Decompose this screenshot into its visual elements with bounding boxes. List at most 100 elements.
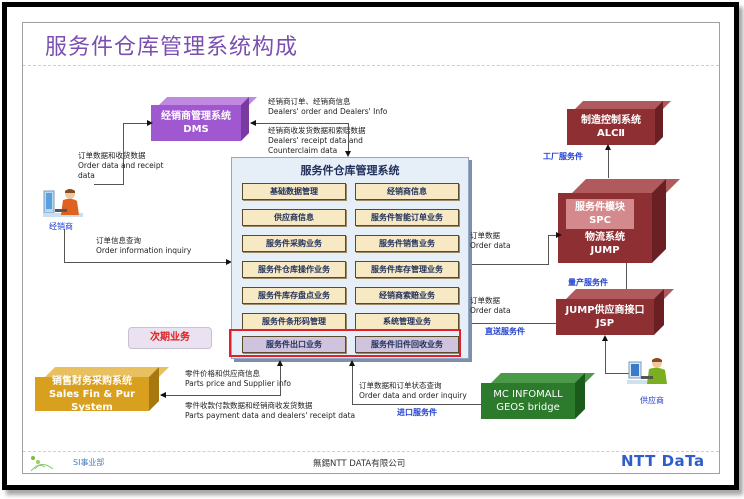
- dealer-person-icon: [43, 187, 89, 221]
- footer-divider: [23, 451, 719, 452]
- connector: [352, 363, 353, 405]
- dms-flow-2: 经销商收发货数据和索赔数据 Dealers' receipt data and …: [268, 126, 366, 156]
- jsp-flow-en: Order data: [470, 306, 511, 315]
- connector: [548, 235, 549, 265]
- connector: [472, 264, 548, 265]
- module-item[interactable]: 服务件智能订单业务: [355, 209, 459, 226]
- module-item[interactable]: 经销商信息: [355, 183, 459, 200]
- dealer-flow-1: 订单数据和收货数据 Order data and receipt data: [78, 151, 164, 181]
- spc-name-en: SPC: [589, 215, 611, 226]
- dealer-label: 经销商: [49, 222, 73, 231]
- arrow-icon: [349, 360, 355, 366]
- geos-name-2: GEOS bridge: [496, 402, 560, 413]
- connector: [472, 323, 556, 324]
- connector: [251, 123, 349, 124]
- geos-flow: 订单数据和订单状态查询 Order data and order inquiry: [359, 381, 467, 401]
- dealer-flow-2-en: Order information inquiry: [96, 246, 192, 255]
- dms-flow-2-en1: Dealers' receipt data and: [268, 136, 363, 145]
- module-item[interactable]: 服务件销售业务: [355, 235, 459, 252]
- center-title: 服务件仓库管理系统: [300, 164, 400, 177]
- connector: [626, 263, 627, 291]
- sales-fin-box[interactable]: 销售财务采购系统 Sales Fin & Pur System: [35, 367, 169, 413]
- arrow-icon: [147, 120, 153, 126]
- arrow-icon: [556, 232, 562, 238]
- sales-flow-1-en: Parts price and Supplier info: [185, 379, 291, 388]
- dealer-flow-1-cn: 订单数据和收货数据: [78, 151, 146, 160]
- connector: [64, 229, 65, 263]
- arrow-icon: [605, 144, 611, 150]
- spc-name-cn: 服务件模块: [575, 202, 625, 213]
- center-system: 服务件仓库管理系统 基础数据管理 经销商信息 供应商信息 服务件智能订单业务 服…: [231, 157, 469, 359]
- alc-name-cn: 制造控制系统: [581, 115, 641, 126]
- connector: [64, 262, 230, 263]
- alc-name-en: ALCⅡ: [596, 128, 626, 139]
- connector: [123, 123, 124, 184]
- sales-flow-1: 零件价格和供应商信息 Parts price and Supplier info: [185, 369, 291, 389]
- connector: [605, 337, 606, 373]
- module-item[interactable]: 服务件采购业务: [242, 235, 346, 252]
- mass-label: 量产服务件: [568, 278, 608, 287]
- module-item[interactable]: 服务件条形码管理: [242, 313, 346, 330]
- next-phase-highlight: [229, 329, 461, 357]
- dms-flow-1: 经销商订单、经销商信息 Dealers' order and Dealers' …: [268, 97, 387, 117]
- footer-company: 無錫NTT DATA有限公司: [313, 459, 406, 469]
- arrow-icon: [602, 335, 608, 341]
- geos-flow-en: Order data and order inquiry: [359, 391, 467, 400]
- dealer-flow-1-en1: Order data and receipt: [78, 161, 164, 170]
- module-item[interactable]: 经销商索赔业务: [355, 287, 459, 304]
- future-module-item[interactable]: 服务件出口业务: [242, 336, 346, 353]
- dms-name-cn: 经销商管理系统: [161, 111, 231, 122]
- connector: [348, 123, 349, 155]
- dms-box[interactable]: 经销商管理系统 DMS: [151, 97, 257, 141]
- supplier-person-icon: [627, 356, 673, 390]
- connector: [608, 148, 609, 178]
- sales-name-en: Sales Fin & Pur System: [48, 388, 136, 413]
- connector: [123, 123, 151, 124]
- arrow-icon: [277, 360, 283, 366]
- arrow-icon: [250, 120, 256, 126]
- geos-name-1: MC INFOMALL: [493, 389, 563, 400]
- module-item[interactable]: 基础数据管理: [242, 183, 346, 200]
- connector: [605, 373, 633, 374]
- dealer-flow-2-cn: 订单信息查询: [96, 236, 141, 245]
- sales-flow-2-cn: 零件收款付款数据和经销商收发货数据: [185, 401, 313, 410]
- jump-name-cn: 物流系统: [585, 232, 625, 243]
- jsp-flow-cn: 订单数据: [470, 296, 500, 305]
- alc-box[interactable]: 制造控制系统 ALCⅡ: [567, 101, 671, 145]
- module-item[interactable]: 服务件库存管理业务: [355, 261, 459, 278]
- jsp-flow: 订单数据 Order data: [470, 296, 511, 316]
- dms-flow-2-cn: 经销商收发货数据和索赔数据: [268, 126, 366, 135]
- arrow-icon: [160, 392, 166, 398]
- slide: 服务件仓库管理系统构成 经销商管理系统 DMS 经销商订单、经销商信息 Deal…: [22, 22, 720, 474]
- jump-flow-cn: 订单数据: [470, 231, 500, 240]
- module-item[interactable]: 供应商信息: [242, 209, 346, 226]
- dms-name-en: DMS: [183, 124, 209, 135]
- jump-box[interactable]: 物流系统 JUMP 服务件模块 SPC: [558, 179, 680, 263]
- dealer-flow-2: 订单信息查询 Order information inquiry: [96, 236, 191, 256]
- sales-flow-2-en: Parts payment data and dealers' receipt …: [185, 411, 356, 420]
- dealer-flow-1-en2: data: [78, 171, 95, 180]
- direct-label: 直送服务件: [485, 327, 525, 336]
- factory-label: 工厂服务件: [543, 152, 583, 161]
- jump-flow-en: Order data: [470, 241, 511, 250]
- module-item[interactable]: 服务件库存盘点业务: [242, 287, 346, 304]
- import-label: 进口服务件: [397, 408, 437, 417]
- module-item[interactable]: 系统管理业务: [355, 313, 459, 330]
- jump-name-en: JUMP: [590, 245, 620, 256]
- next-phase-callout: 次期业务: [128, 327, 212, 349]
- slide-title: 服务件仓库管理系统构成: [45, 35, 299, 60]
- module-item[interactable]: 服务件仓库操作业务: [242, 261, 346, 278]
- sales-name-cn: 销售财务采购系统: [52, 375, 132, 387]
- dms-flow-2-en2: Counterclaim data: [268, 146, 338, 155]
- spc-module[interactable]: 服务件模块 SPC: [566, 199, 634, 229]
- footer-dept: SI事业部: [73, 458, 105, 467]
- geos-box[interactable]: MC INFOMALL GEOS bridge: [481, 373, 595, 419]
- future-module-item[interactable]: 服务件旧件回收业务: [355, 336, 459, 353]
- ntt-data-logo: NTT DaTa: [621, 452, 705, 470]
- sales-flow-1-cn: 零件价格和供应商信息: [185, 369, 260, 378]
- sales-flow-2: 零件收款付款数据和经销商收发货数据 Parts payment data and…: [185, 401, 355, 421]
- dms-flow-1-en: Dealers' order and Dealers' Info: [268, 107, 388, 116]
- arrow-icon: [345, 151, 351, 157]
- connector: [280, 363, 281, 396]
- jsp-box[interactable]: JUMP供应商接口 JSP: [556, 289, 674, 335]
